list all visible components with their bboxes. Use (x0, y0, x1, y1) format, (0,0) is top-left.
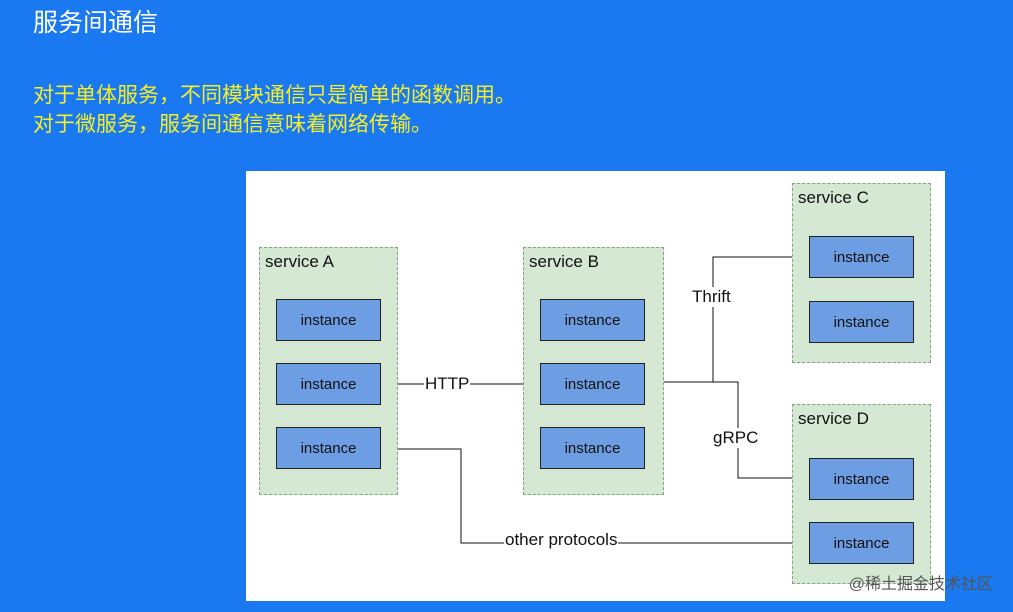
service-label: service D (798, 409, 869, 428)
service-a: service A instance instance instance (259, 247, 398, 495)
watermark: @稀土掘金技术社区 (848, 576, 993, 593)
instance-box: instance (276, 427, 381, 469)
service-b: service B instance instance instance (523, 247, 664, 495)
thrift-edge (646, 253, 808, 383)
slide-title: 服务间通信 (33, 9, 159, 37)
instance-box: instance (809, 458, 914, 500)
instance-box: instance (540, 427, 645, 469)
service-c: service C instance instance (792, 183, 931, 363)
http-label: HTTP (424, 374, 471, 394)
service-label: service C (798, 188, 869, 207)
instance-box: instance (540, 299, 645, 341)
instance-box: instance (809, 301, 914, 343)
instance-box: instance (540, 363, 645, 405)
instance-box: instance (276, 299, 381, 341)
description-line-2: 对于微服务，服务间通信意味着网络传输。 (33, 113, 432, 136)
service-label: service B (529, 252, 599, 271)
service-label: service A (265, 252, 334, 271)
diagram-panel: service A instance instance instance ser… (246, 171, 945, 601)
grpc-label: gRPC (712, 428, 760, 448)
instance-box: instance (809, 236, 914, 278)
instance-box: instance (809, 522, 914, 564)
other-protocols-edge (381, 448, 808, 547)
instance-box: instance (276, 363, 381, 405)
thrift-label: Thrift (691, 287, 732, 307)
description-line-1: 对于单体服务，不同模块通信只是简单的函数调用。 (33, 84, 516, 107)
other-protocols-label: other protocols (504, 530, 619, 550)
service-d: service D instance instance (792, 404, 931, 584)
